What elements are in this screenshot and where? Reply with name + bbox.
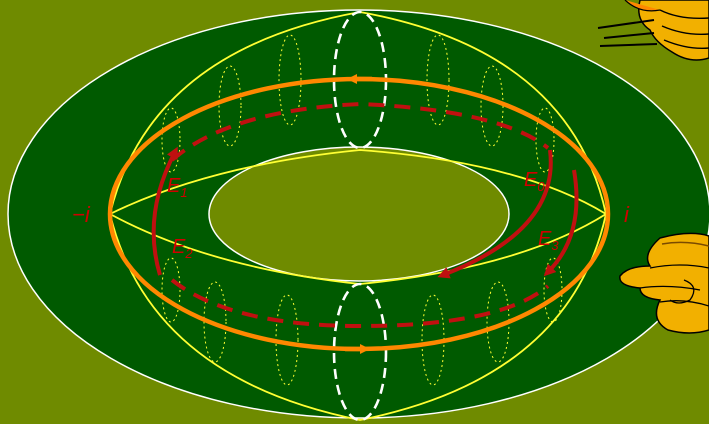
label-e1: E1 (167, 175, 188, 200)
label-e2: E2 (172, 236, 193, 261)
label-i: i (624, 202, 630, 227)
torus-body (7, 9, 709, 419)
label-e3: E3 (538, 228, 559, 253)
label-minus-i: −i (72, 202, 91, 227)
red-arcs (151, 146, 579, 279)
label-e0: E0 (524, 169, 545, 194)
pointing-hand-icon (597, 0, 709, 61)
red-dashed-loop (170, 101, 550, 329)
